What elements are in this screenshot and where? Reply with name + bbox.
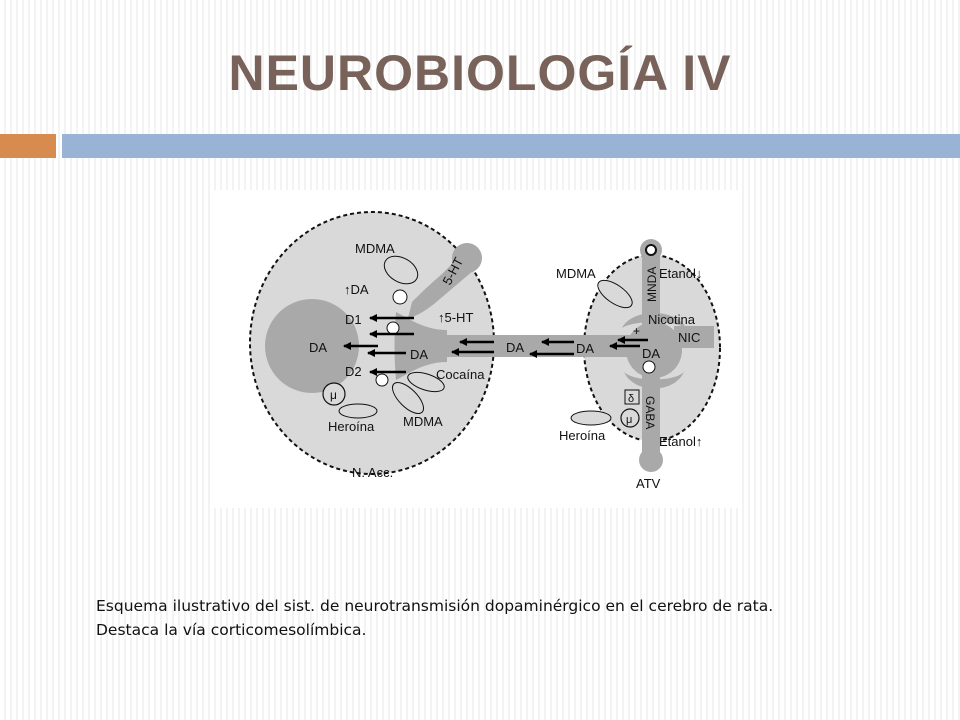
label-heroina-left: Heroína [328, 419, 375, 434]
drug-mdma-right [597, 279, 633, 309]
label-delta: δ [628, 393, 634, 405]
label-up-5ht: ↑5-HT [438, 310, 473, 325]
label-mu-right: μ [626, 414, 632, 426]
label-mdma-right: MDMA [556, 266, 596, 281]
label-cocaina: Cocaína [436, 367, 485, 382]
caption-line-2: Destaca la vía corticomesolímbica. [96, 621, 367, 639]
label-gaba-rotated: GABA [643, 396, 657, 429]
label-mdma-top: MDMA [355, 241, 395, 256]
vta-lower-cup [624, 372, 684, 389]
gaba-axon-bulb [639, 448, 663, 472]
da-terminal [394, 312, 447, 380]
vesicle [386, 321, 400, 335]
label-up-da: ↑DA [344, 282, 369, 297]
serotonin-axon-bulb [452, 243, 482, 273]
label-etanol-down: Etanol↓ [659, 266, 702, 281]
label-atv: ATV [636, 476, 661, 491]
vesicle [392, 289, 408, 305]
label-mnda-rotated: MNDA [645, 267, 659, 302]
drug-heroina-left [338, 403, 378, 419]
label-da-right-entry: DA [576, 341, 594, 356]
drug-cocaina [407, 371, 445, 393]
label-plus: + [633, 324, 640, 338]
label-n-acc: N. Acc. [352, 465, 393, 480]
dopamine-pathway-diagram: MDMA ↑DA D1 DA DA D2 μ Heroína MDMA N. A… [212, 190, 738, 508]
label-nicotina: Nicotina [648, 312, 696, 327]
accent-bar-blue [62, 134, 960, 158]
mnda-axon [642, 252, 660, 330]
drug-mdma-top [383, 255, 419, 285]
label-d2: D2 [345, 364, 362, 379]
caption-line-1: Esquema ilustrativo del sist. de neurotr… [96, 597, 774, 615]
drug-mdma-bottom [391, 381, 425, 415]
diagram-svg: MDMA ↑DA D1 DA DA D2 μ Heroína MDMA N. A… [249, 211, 721, 491]
mu-receptor-right [620, 408, 640, 428]
label-nic: NIC [678, 330, 700, 345]
label-da-right-cell: DA [642, 346, 660, 361]
vesicle [642, 360, 656, 374]
serotonin-terminal [408, 258, 474, 318]
gaba-axon [642, 366, 660, 460]
slide-title: NEUROBIOLOGÍA IV [228, 45, 732, 101]
mu-receptor-left [322, 382, 346, 406]
label-heroina-right: Heroína [559, 428, 606, 443]
mnda-ring [645, 244, 657, 256]
label-d1: D1 [345, 312, 362, 327]
postsynaptic-da-cell [265, 299, 359, 393]
label-mdma-bottom: MDMA [403, 414, 443, 429]
label-da-left: DA [309, 340, 327, 355]
accent-bar-orange [0, 134, 56, 158]
vta-da-soma [626, 322, 682, 378]
label-etanol-up: Etanol↑ [659, 434, 702, 449]
label-da-axon: DA [506, 340, 524, 355]
delta-receptor [624, 389, 640, 405]
vta-upper-cup [622, 313, 686, 328]
drug-heroina-right [570, 410, 612, 426]
label-da-center: DA [410, 347, 428, 362]
nic-receptor-box [674, 326, 714, 348]
vesicle [375, 373, 389, 387]
label-mu-left: μ [330, 388, 337, 402]
figure-caption: Esquema ilustrativo del sist. de neurotr… [96, 594, 916, 642]
